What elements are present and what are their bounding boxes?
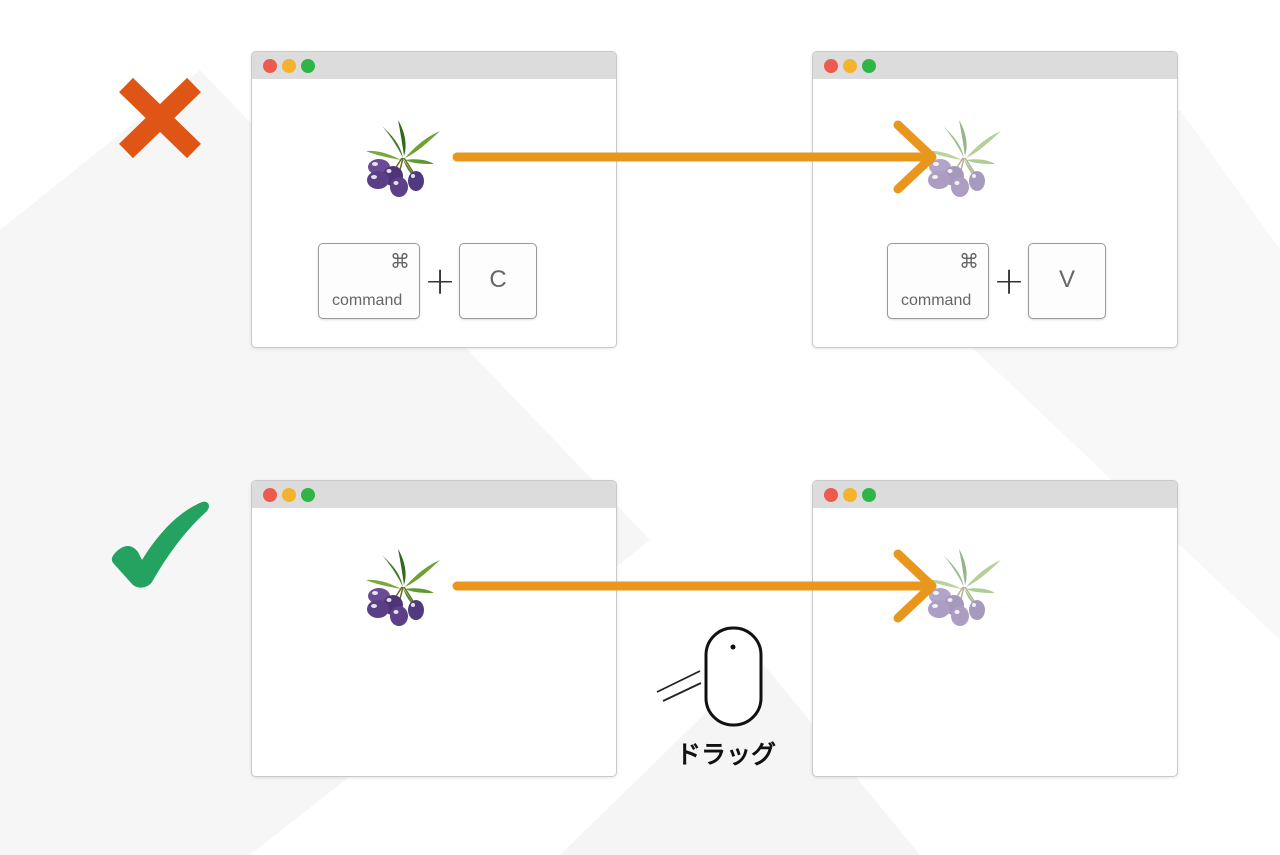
window-titlebar: [813, 52, 1177, 79]
plus-sign: +: [993, 259, 1025, 303]
window-titlebar: [813, 481, 1177, 508]
olive-branch-icon: [362, 547, 444, 627]
zoom-dot-icon: [301, 488, 315, 502]
c-key: C: [459, 243, 537, 319]
olive-branch-faded-icon: [923, 547, 1005, 627]
close-dot-icon: [824, 488, 838, 502]
zoom-dot-icon: [862, 59, 876, 73]
v-key-label: V: [1058, 266, 1075, 293]
plus-sign: +: [424, 259, 456, 303]
target-window-incorrect: ⌘ command + V: [812, 51, 1178, 348]
minimize-dot-icon: [282, 59, 296, 73]
c-key-label: C: [489, 266, 507, 293]
zoom-dot-icon: [301, 59, 315, 73]
close-dot-icon: [824, 59, 838, 73]
minimize-dot-icon: [282, 488, 296, 502]
zoom-dot-icon: [862, 488, 876, 502]
olive-branch-icon: [362, 118, 444, 198]
olive-branch-faded-icon: [923, 118, 1005, 198]
command-key: ⌘ command: [318, 243, 420, 319]
source-window-correct: [251, 480, 617, 777]
command-label: command: [332, 292, 403, 309]
window-titlebar: [252, 52, 616, 79]
command-key: ⌘ command: [887, 243, 989, 319]
window-titlebar: [252, 481, 616, 508]
command-symbol: ⌘: [959, 249, 979, 273]
command-symbol: ⌘: [390, 249, 410, 273]
target-window-correct: [812, 480, 1178, 777]
minimize-dot-icon: [843, 59, 857, 73]
v-key: V: [1028, 243, 1106, 319]
drag-label: ドラッグ: [675, 740, 776, 769]
close-dot-icon: [263, 488, 277, 502]
cross-icon: [119, 77, 201, 159]
checkmark-icon: [111, 501, 209, 588]
minimize-dot-icon: [843, 488, 857, 502]
close-dot-icon: [263, 59, 277, 73]
source-window-incorrect: ⌘ command + C: [251, 51, 617, 348]
command-label: command: [901, 292, 972, 309]
